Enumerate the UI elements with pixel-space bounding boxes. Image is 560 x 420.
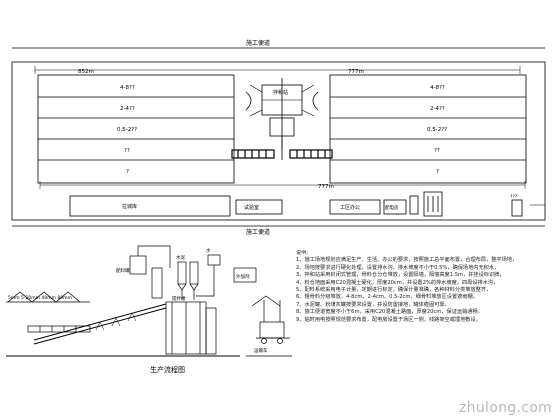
note-line: 7、水泥罐、粉煤灰罐按要求设置，并设防雷接地，罐体稳固可靠， xyxy=(296,301,450,308)
dim-label-top-left: 852m xyxy=(78,69,94,75)
right-bin-label: 4-8?? xyxy=(430,85,445,91)
flow-label-batching: 配料罐 xyxy=(116,267,130,274)
note-line: 6、粗骨料分级堆放，4-8cm、2-4cm、0.5-2cm，细骨料堆放区设置遮雨… xyxy=(296,294,478,301)
flow-label-water: 水 xyxy=(206,247,211,254)
note-line: 8、施工便道宽度不小于6m，采用C20混凝土路面，厚度20cm，保证运输通畅， xyxy=(296,309,483,316)
note-line: 4、料仓地面采用C20混凝土硬化，厚度20cm，并设置2%的排水坡度，四周设排水… xyxy=(296,279,499,286)
building-tanks xyxy=(423,191,443,217)
right-bin-label: 0.5-2?? xyxy=(427,127,447,133)
flow-feeders xyxy=(27,325,91,333)
flow-admixture xyxy=(233,267,257,283)
flow-truck xyxy=(259,321,285,339)
flow-title: 生产流程图 xyxy=(150,365,185,374)
top-road-label: 施工便道 xyxy=(246,39,270,47)
notes-block: 说明： 1、施工场地规划应满足生产、生活、办公的要求，按照施工总平面布置，合理布… xyxy=(296,250,552,400)
note-line: 说明： xyxy=(296,250,312,256)
plant-silo-arcs xyxy=(245,91,319,111)
flow-water-tank xyxy=(207,254,221,266)
left-bin-label: 0.5-2?? xyxy=(117,127,137,133)
left-bin-label: 4-8?? xyxy=(120,85,135,91)
flow-label-admixture: 外加剂 xyxy=(236,273,250,280)
dim-label-bottom: 777m xyxy=(318,184,334,190)
building-lab xyxy=(235,199,283,215)
flow-diagram xyxy=(6,245,292,357)
building-label: 工区办公 xyxy=(340,204,360,211)
note-line: 9、临时用电按照规范要求布置，配电房设置于场区一侧，线路架空或埋地敷设， xyxy=(296,316,481,323)
flow-cement-silo xyxy=(189,261,199,285)
note-line: 3、拌和站采用封闭式管理，骨料仓分仓堆放，设置隔墙，隔墙高度1.5m，并挂设标识… xyxy=(296,272,505,279)
right-bin-label: ?? xyxy=(434,148,440,154)
building-label: 拉城库 xyxy=(122,203,137,210)
left-bin-label: ?? xyxy=(124,148,130,154)
site-boundary xyxy=(11,61,546,221)
left-bins-outline xyxy=(37,74,235,184)
flow-measure-hopper xyxy=(151,267,163,299)
left-bin-label: ? xyxy=(126,169,129,175)
flow-cement-silo xyxy=(177,261,187,285)
right-bins-outline xyxy=(329,74,527,184)
building-power-room xyxy=(383,199,407,215)
flow-aggregate-sizes: 5mm 5-20mm 40mm 80mm xyxy=(8,295,72,301)
building-label: 配电房 xyxy=(385,204,399,211)
note-line: 2、场地按要求进行硬化处理，设置排水沟，排水坡度不小于0.5%，确保场地内无积水… xyxy=(296,264,500,271)
building-post xyxy=(409,195,419,215)
right-bin-label: 2-4?? xyxy=(430,106,445,112)
building-office xyxy=(329,199,381,215)
note-line: 1、施工场地规划应满足生产、生活、办公的要求，按照施工总平面布置，合理布局，整平… xyxy=(296,257,518,264)
flow-label-truck: 运输车 xyxy=(254,347,268,354)
building-label: ??? xyxy=(510,194,518,200)
conveyor-left xyxy=(231,149,275,159)
note-line: 5、配料系统采用电子计量，定期进行标定，确保计量准确，各种材料分类堆放整齐， xyxy=(296,287,492,294)
watermark: zhulong.com xyxy=(459,400,552,416)
right-bin-label: ? xyxy=(436,169,439,175)
flow-label-cement: 水泥 xyxy=(176,254,185,261)
building-warehouse xyxy=(69,195,231,217)
building-gate-house xyxy=(511,199,523,217)
flow-top-hopper xyxy=(129,255,147,275)
conveyor-right xyxy=(289,149,333,159)
plant-label: 拌和站 xyxy=(273,89,288,96)
bottom-road-label: 施工便道 xyxy=(246,228,270,236)
flow-label-mixer: 搅拌楼 xyxy=(172,295,186,302)
dim-label-top-right: 777m xyxy=(348,69,364,75)
building-label: 试验室 xyxy=(244,204,259,211)
flow-stockpiles xyxy=(7,291,81,303)
left-bin-label: 2-4?? xyxy=(120,106,135,112)
